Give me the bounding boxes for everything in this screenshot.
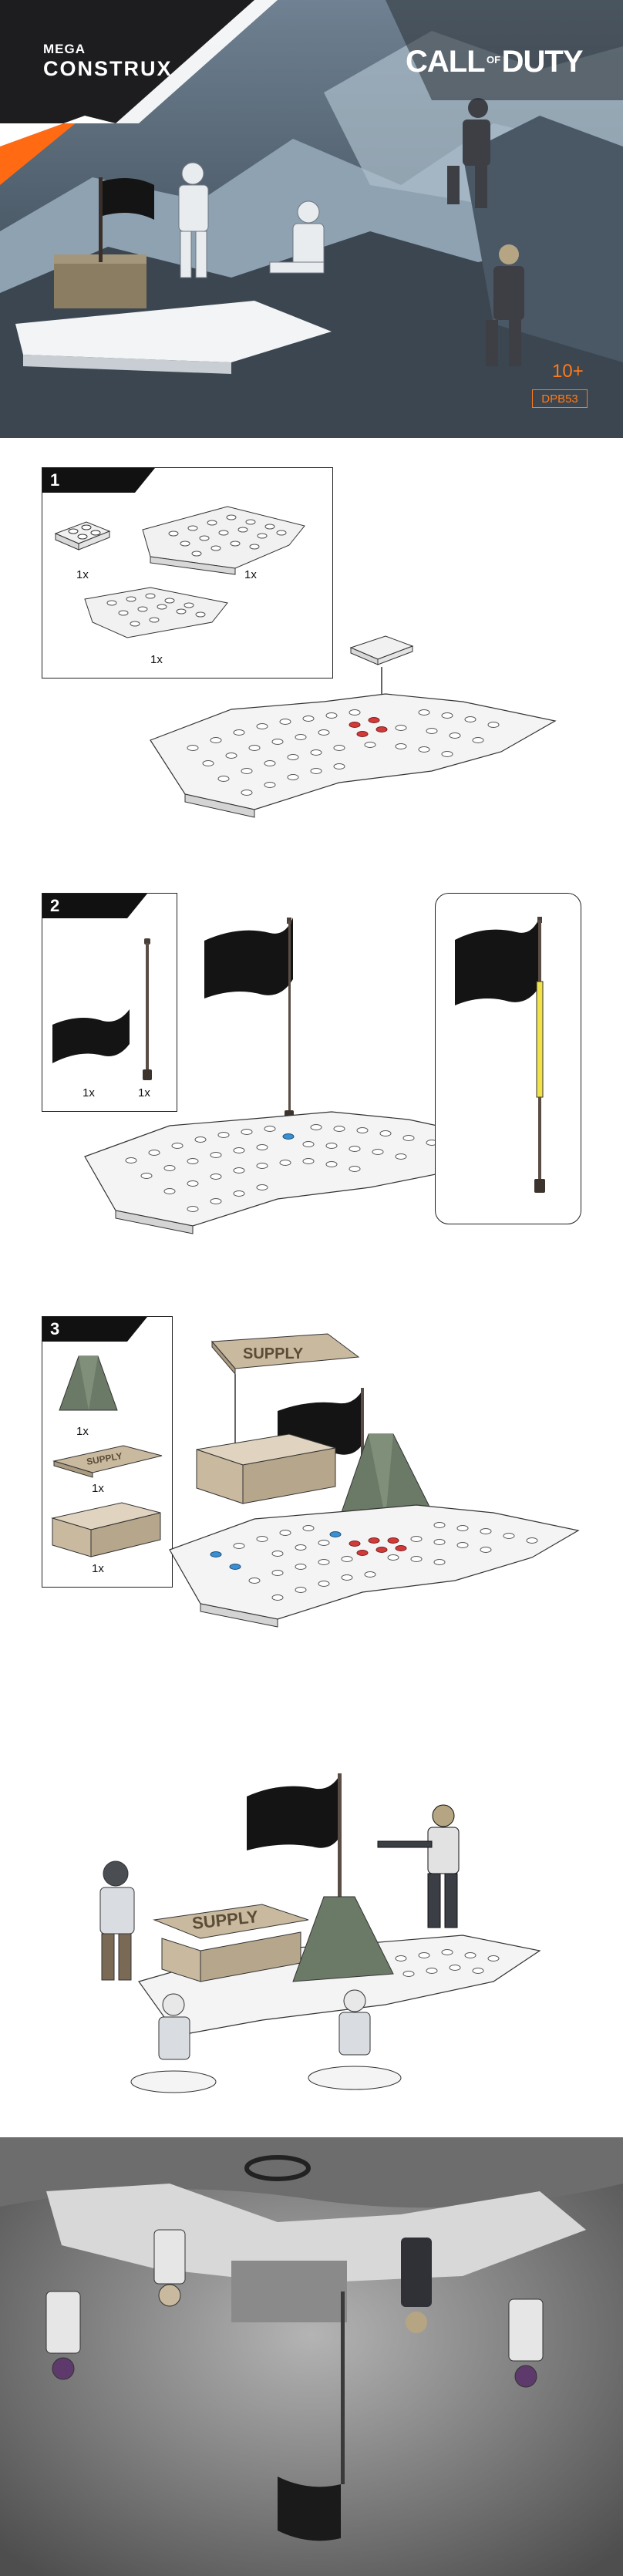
- cover-banner: MEGA CONSTRUX CALL DUTY OF 10+ DPB53: [0, 0, 623, 438]
- step-2-parts-box: 2 1x 1x: [42, 893, 177, 1112]
- cover-scene-art: [0, 0, 623, 438]
- step-3-part-1-qty: 1x: [76, 1425, 89, 1438]
- step-3-parts-box: 3 1x SUPPLY 1x 1x: [42, 1316, 173, 1588]
- supply-plate-icon: SUPPLY: [52, 1445, 163, 1478]
- small-plate-icon: [54, 521, 111, 551]
- flag-icon: [52, 1009, 130, 1063]
- flag-pole-detail-icon: [455, 917, 545, 1193]
- step-1-part-3-qty: 1x: [150, 653, 163, 666]
- tent-icon: [59, 1355, 118, 1411]
- age-rating: 10+: [552, 361, 584, 382]
- step-3-number: 3: [42, 1317, 147, 1342]
- step-3-supply-text: SUPPLY: [243, 1345, 304, 1362]
- crate-icon: [51, 1502, 161, 1557]
- pole-icon: [143, 938, 152, 1080]
- step-3-assembly-diagram: SUPPLY: [169, 1333, 580, 1628]
- step-1-assembly-diagram: [150, 635, 557, 818]
- soldier-figures: [99, 1804, 460, 2093]
- step-2-part-2-qty: 1x: [138, 1086, 150, 1099]
- game-title-call: CALL DUTY: [406, 45, 584, 79]
- step-3-part-3-qty: 1x: [92, 1562, 104, 1575]
- step-2-assembly-diagram: [84, 918, 510, 1234]
- step-2-callout: [435, 893, 581, 1224]
- final-assembly-illustration: SUPPLY: [99, 1773, 541, 2093]
- game-title-word-call: CALL: [406, 45, 486, 79]
- game-title-of: OF: [487, 54, 501, 66]
- game-title-word-duty: DUTY: [501, 45, 584, 79]
- product-code: DPB53: [532, 389, 588, 408]
- step-1-parts-box: 1 1x 1x 1x: [42, 467, 333, 679]
- brand-line-1: MEGA: [43, 42, 86, 56]
- step-1-part-2-qty: 1x: [244, 568, 257, 581]
- step-1-number: 1: [42, 468, 155, 493]
- closing-scene-art: [0, 2137, 623, 2576]
- step-2-number: 2: [42, 894, 147, 918]
- step-2-part-1-qty: 1x: [83, 1086, 95, 1099]
- rock-plate-icon: [84, 587, 228, 638]
- closing-scene-photo: [0, 2137, 623, 2576]
- step-1-part-1-qty: 1x: [76, 568, 89, 581]
- brand-line-2: CONSTRUX: [43, 57, 173, 80]
- step-3-part-2-qty: 1x: [92, 1482, 104, 1495]
- large-plate-icon: [142, 506, 305, 575]
